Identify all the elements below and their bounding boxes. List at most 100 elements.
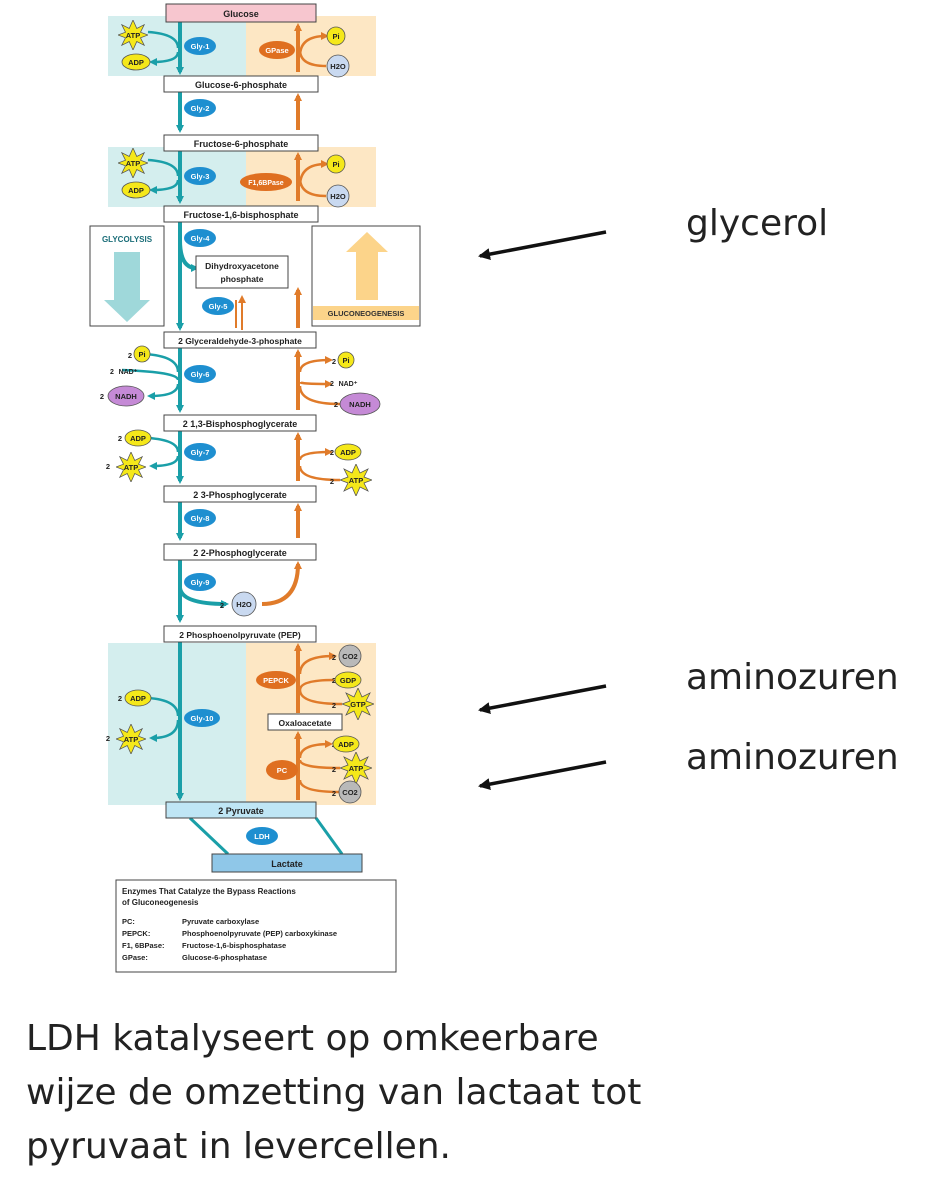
nad-in-arrow-6 [121,368,180,381]
metabolite-pyruvate: 2 Pyruvate [218,806,264,816]
metabolite-lactate: Lactate [271,859,303,869]
metabolite-3pg: 2 3-Phosphoglycerate [193,490,287,500]
gly10-enzyme [184,709,220,727]
pi-circle-gpase [326,26,346,46]
adp-label-pc: ADP [338,740,354,749]
gly4-label: Gly-4 [191,234,211,243]
gtp-in-arrow-pepck [298,689,343,706]
aminozuren-pointer-arrow-1 [478,684,607,715]
adp-label-10: ADP [130,694,146,703]
pi-out-arrow-gng6 [298,356,333,373]
h2o-label-f16: H2O [330,192,346,201]
gluconeogenesis-pathway-diagram: Glucose Glucose-6-phosphate Fructose-6-p… [89,3,607,973]
gpase-enzyme [259,41,295,59]
atp-in-arrow-pc [298,759,341,770]
pi-circle-left [133,345,151,363]
gly5-enzyme [202,297,234,315]
gly5-label: Gly-5 [209,302,228,311]
co2-circle-pc [338,780,362,804]
enolase-water-arrow [178,587,229,608]
atp-out-arrow-10 [149,719,180,742]
atp-label-gng7: ATP [349,476,363,485]
gly9-label: Gly-9 [191,578,210,587]
glycolysis-label: GLYCOLYSIS [102,235,153,244]
nadh-in-arrow-gng6 [298,385,341,406]
metabolite-2pg: 2 2-Phosphoglycerate [193,548,287,558]
f16bpase-enzyme [240,173,292,191]
gly10-label: Gly-10 [191,714,214,723]
atp-in-arrow-1 [147,30,180,49]
metabolite-oaa: Oxaloacetate [279,718,332,728]
dhap-box [195,255,289,289]
aminozuren-annotation-2: aminozuren [686,737,899,778]
gly3-enzyme [184,167,216,185]
two-label-atp-7: 2 [106,462,110,471]
adp-in-arrow-10 [147,696,180,717]
two-label-pi-right: 2 [332,357,336,366]
f6p-box [163,134,319,152]
ldh-link-left [188,816,230,856]
glycolysis-to-dhap-arrow [178,239,199,272]
nadh-label-left: NADH [115,392,137,401]
co2-out-arrow-pepck [298,652,337,675]
two-label-atp-pc: 2 [332,765,336,774]
ldh-enzyme [246,827,278,845]
two-label-atp-gng7: 2 [330,477,334,486]
caption-line-1: LDH katalyseert op omkeerbare [26,1018,599,1059]
adp-label-1: ADP [128,58,144,67]
glycerol-annotation: glycerol [686,203,829,244]
gly4-enzyme [184,229,216,247]
oaa-box [267,713,343,731]
gluconeogenesis-label: GLUCONEOGENESIS [328,309,405,318]
gluconeogenesis-label-bg [313,306,419,320]
gly1-enzyme [184,37,216,55]
ldh-label: LDH [254,832,269,841]
metabolite-f16bp: Fructose-1,6-bisphosphate [183,210,298,220]
nad-out-arrow-gng6 [298,379,333,388]
gpase-label: GPase [265,46,288,55]
gdp-out-arrow-pepck [298,678,335,691]
pg2-box [163,543,317,561]
h2o-label-gpase: H2O [330,62,346,71]
lactate-box [211,853,363,873]
adp-label-3: ADP [128,186,144,195]
gap-box [163,331,317,349]
gdp-label: GDP [340,676,356,685]
atp-in-arrow-gng7 [298,465,341,482]
two-label-gtp: 2 [332,701,336,710]
adp-in-arrow-7 [147,436,180,453]
gly7-label: Gly-7 [191,448,210,457]
atp-label-pc: ATP [349,764,363,773]
ldh-link-right [314,817,344,855]
legend-name-pepck: Phosphoenolpyruvate (PEP) carboxykinase [182,929,337,938]
adp-oval-pc [332,735,360,753]
gdp-oval [334,671,362,689]
caption: LDH katalyseert op omkeerbare wijze de o… [26,1012,906,1174]
f16bpase-label: F1,6BPase [248,180,284,187]
enzyme-legend-box [115,879,397,973]
pc-enzyme [266,760,298,780]
two-label-adp-gng7: 2 [330,448,334,457]
gtp-label: GTP [350,700,365,709]
legend-abbr-f16bpase: F1, 6BPase: [122,941,165,950]
adp-oval-1 [121,53,151,71]
adp-label-7: ADP [130,434,146,443]
enzyme-legend-title-1: Enzymes That Catalyze the Bypass Reactio… [122,887,296,896]
gng-arrow-9 [261,561,302,606]
metabolite-glucose: Glucose [223,9,259,19]
gly8-enzyme [184,509,216,527]
legend-abbr-pc: PC: [122,917,135,926]
atp-label-10: ATP [124,735,138,744]
bpg-box [163,414,317,432]
two-label-co2-pc: 2 [332,789,336,798]
co2-label-pepck: CO2 [342,652,357,661]
nadh-out-arrow-6 [147,383,180,400]
legend-name-f16bpase: Fructose-1,6-bisphosphatase [182,941,286,950]
caption-line-2: wijze de omzetting van lactaat tot [26,1072,642,1113]
pi-circle-f16 [326,154,346,174]
metabolite-dhap-line2: phosphate [221,274,264,284]
atp-out-arrow-7 [149,455,180,470]
gly6-enzyme [184,365,216,383]
two-label-co2-pepck: 2 [332,653,336,662]
glucose-box [165,3,317,23]
